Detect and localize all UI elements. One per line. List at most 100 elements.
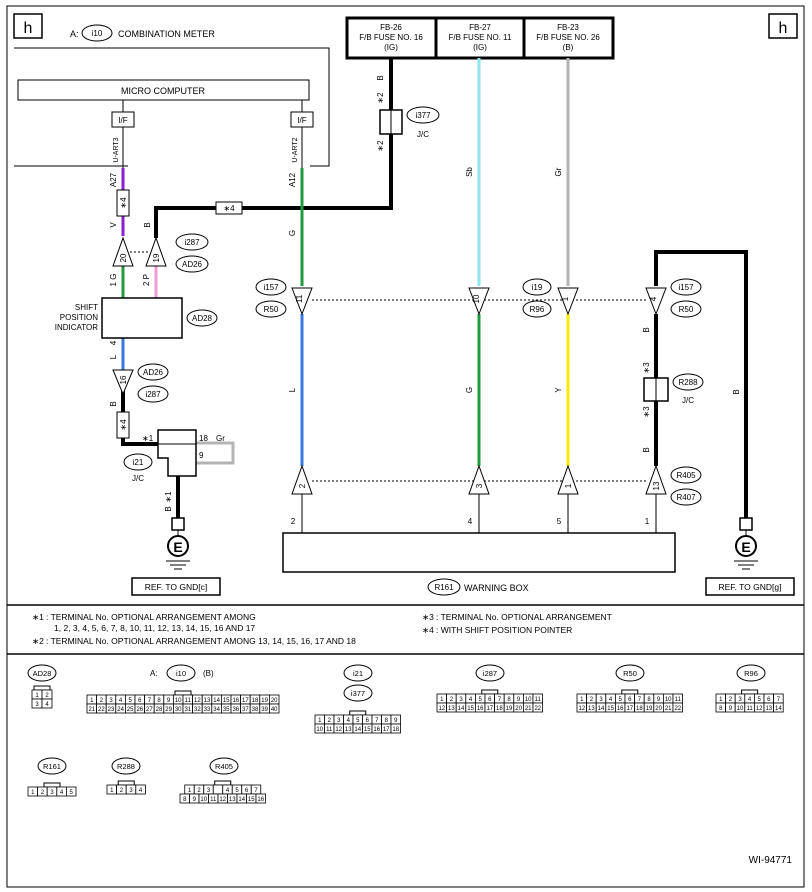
view-r161-oval	[37, 757, 67, 775]
view-i287-pin: 21	[525, 706, 532, 712]
view-i10-pin: 24	[117, 707, 124, 713]
i19-oval	[522, 278, 552, 296]
pin-label-a12: A12	[288, 172, 297, 187]
r96-oval	[522, 300, 552, 318]
view-r96-key	[741, 689, 759, 695]
view-i287-cell	[532, 702, 544, 713]
view-i10-pin: 36	[232, 707, 239, 713]
view-r405-pin: 12	[219, 797, 226, 803]
note-4-text: : WITH SHIFT POSITION POINTER	[436, 625, 572, 635]
view-r96-pin: 2	[729, 697, 733, 703]
ad26-label-top: AD26	[182, 260, 203, 269]
ground-circle-right	[735, 535, 757, 557]
view-r50-label: R50	[623, 669, 637, 678]
terminal-19	[145, 236, 167, 267]
view-r96-pin: 8	[719, 706, 723, 712]
view-r405-pin: 4	[226, 788, 230, 794]
r50-oval-left	[255, 300, 287, 318]
star1-upper: ∗1	[142, 434, 154, 443]
ad26-label-bottom: AD26	[143, 368, 164, 377]
ref-gnd-c-link[interactable]: REF. TO GND[c]	[145, 582, 208, 592]
pin-label-2: 2	[298, 483, 307, 488]
ad26-oval-top	[175, 255, 209, 273]
view-i21-pin: 6	[366, 718, 370, 724]
outer-frame	[6, 5, 805, 888]
r96-label: R96	[530, 305, 545, 314]
view-i21-pin: 7	[375, 718, 379, 724]
view-r50-pin: 20	[655, 706, 662, 712]
view-i21-oval	[343, 664, 373, 682]
view-i10-pin: 39	[261, 707, 268, 713]
r405-oval	[670, 466, 702, 484]
view-ad28-pin: 4	[45, 702, 49, 708]
pin-label-3: 3	[475, 483, 484, 488]
star2-lower: ∗2	[376, 140, 385, 152]
view-r405-cell	[255, 793, 266, 804]
view-i287-pin: 2	[450, 697, 454, 703]
star4-label-b: ∗4	[223, 204, 235, 213]
pin-label-4: 4	[649, 296, 658, 301]
view-r50-pin: 6	[628, 697, 632, 703]
view-r50-pin: 16	[617, 706, 624, 712]
meter-title: COMBINATION METER	[118, 29, 215, 39]
wire-label-b-r288-top: B	[642, 327, 651, 332]
view-i21-pin: 3	[337, 718, 341, 724]
jc-i21-block	[157, 429, 197, 477]
view-ad28-cell	[41, 698, 53, 709]
r405-label: R405	[676, 471, 696, 480]
view-r288-oval	[111, 757, 141, 775]
ref-gnd-c-box[interactable]	[131, 577, 221, 596]
star1-lower: ∗1	[164, 491, 173, 503]
view-r96-pin: 12	[756, 706, 763, 712]
view-r288-pin: 2	[120, 788, 124, 794]
r161-label: R161	[434, 583, 454, 592]
star3-upper: ∗3	[642, 362, 651, 374]
view-i10-pin: 10	[175, 698, 182, 704]
uart3-label: U-ART3	[113, 137, 120, 162]
wb-pin-1: 1	[645, 517, 650, 526]
view-i10-pin: 9	[167, 698, 171, 704]
view-i21-pin: 4	[347, 718, 351, 724]
view-i287-pin: 12	[438, 706, 445, 712]
view-r161-key	[43, 782, 61, 788]
view-i10-pin: 37	[242, 707, 249, 713]
view-i10-pin: 28	[156, 707, 163, 713]
view-i10-pin: 23	[108, 707, 115, 713]
terminal-1b	[557, 464, 579, 495]
wire-label-b-ground: B	[164, 506, 173, 511]
view-i21-pin: 10	[316, 727, 323, 733]
view-ad28-pin: 1	[35, 693, 39, 699]
view-i287-pin: 13	[448, 706, 455, 712]
view-i287-pin: 17	[486, 706, 493, 712]
page-label-left: h	[24, 20, 33, 37]
pin-label-a27: A27	[109, 172, 118, 187]
micro-computer-label: MICRO COMPUTER	[121, 86, 205, 96]
warning-box	[282, 532, 676, 573]
view-r50-pin: 2	[590, 697, 594, 703]
view-i10-suffix: (B)	[203, 669, 214, 678]
ref-gnd-g-link[interactable]: REF. TO GND[g]	[719, 582, 782, 592]
pin-label-16: 16	[119, 375, 128, 384]
view-r161-pin: 3	[50, 790, 54, 796]
star4-box-lower	[116, 411, 130, 439]
view-i10-pin: 19	[261, 698, 268, 704]
view-ad28-pin: 3	[35, 702, 39, 708]
view-i21-pin: 17	[383, 727, 390, 733]
ref-gnd-g-box[interactable]	[705, 577, 795, 596]
fuse-id: FB-27	[469, 23, 491, 32]
view-i10-pin: 38	[252, 707, 259, 713]
fuse-name: F/B FUSE NO. 26	[536, 33, 600, 42]
view-i21-cell	[390, 723, 401, 734]
view-r50-pin: 3	[599, 697, 603, 703]
i287-label: i287	[184, 238, 200, 247]
i157-oval-left	[255, 278, 287, 296]
view-i10-pin: 34	[213, 707, 220, 713]
star2-upper: ∗2	[376, 92, 385, 104]
ground-left: E	[166, 517, 190, 570]
star4-box-b	[215, 201, 243, 215]
view-r50-pin: 21	[665, 706, 672, 712]
wire-label-l-shift: L	[109, 354, 118, 359]
r407-oval	[670, 488, 702, 506]
view-r288-pin: 4	[139, 788, 143, 794]
